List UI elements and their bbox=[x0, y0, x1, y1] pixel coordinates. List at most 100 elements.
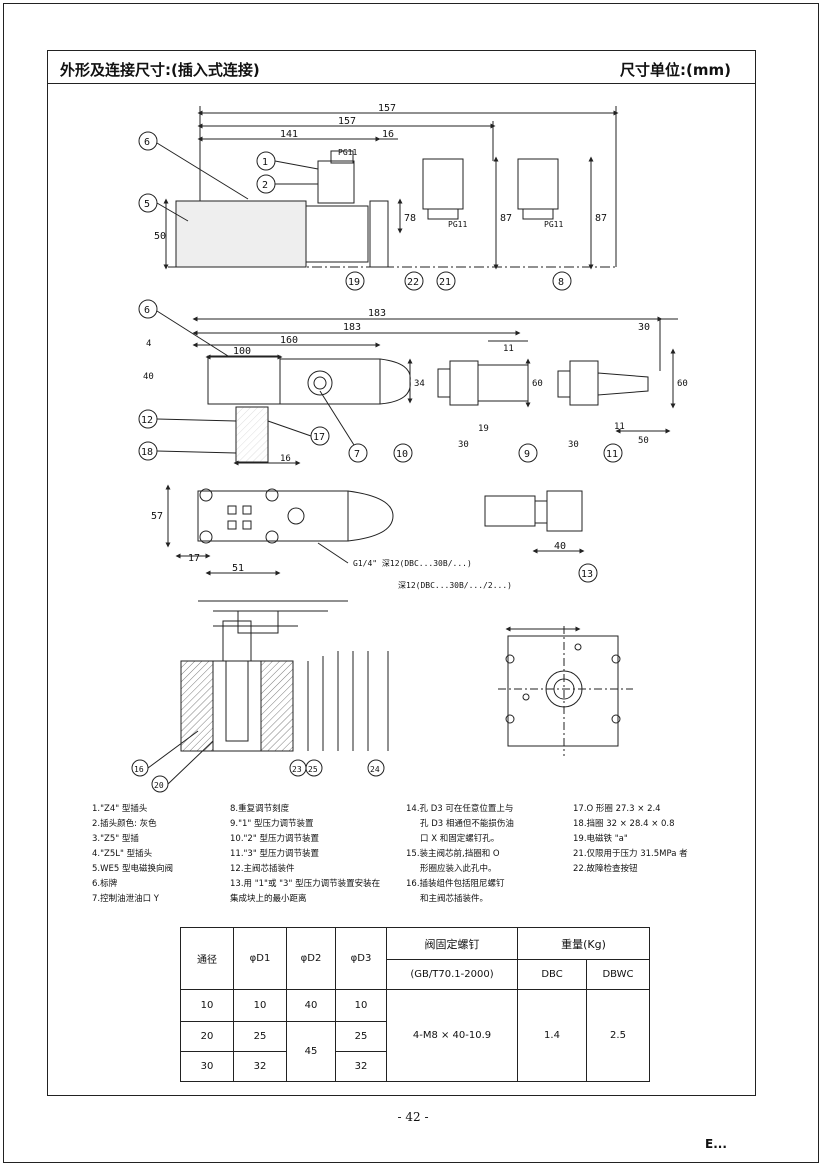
dim-87-a: 87 bbox=[500, 213, 512, 224]
note-15: 15.装主阀芯前,挡圈和 O bbox=[406, 849, 500, 859]
svg-text:5: 5 bbox=[144, 199, 150, 210]
notes-section: 1."Z4" 型插头 2.插头颜色: 灰色 3."Z5" 型插 4."Z5L" … bbox=[48, 803, 755, 928]
view-3-front: 57 17 51 40 13 G1/4" 深12(DBC...30B/...) … bbox=[151, 484, 598, 590]
unit-label: 尺寸单位:(mm) bbox=[620, 61, 731, 79]
note-16: 16.插装组件包括阻尼螺钉 bbox=[406, 879, 505, 889]
dim-183-a: 183 bbox=[368, 308, 386, 319]
svg-text:10: 10 bbox=[396, 449, 408, 460]
dim-141: 141 bbox=[280, 129, 298, 140]
view-2-top: 183 183 160 100 4 30 11 40 34 60 60 19 3… bbox=[138, 299, 688, 466]
note-16b: 和主阀芯插装件。 bbox=[420, 894, 489, 904]
note-15b: 形圈应装入此孔中。 bbox=[420, 864, 497, 874]
dim-30: 30 bbox=[638, 322, 650, 333]
dim-17: 17 bbox=[188, 553, 200, 564]
dim-16: 16 bbox=[382, 129, 394, 140]
page-border bbox=[3, 3, 819, 1163]
note-14c: 口 X 和固定螺钉孔。 bbox=[420, 834, 500, 844]
dim-160: 160 bbox=[280, 335, 298, 346]
th-d3: φD3 bbox=[335, 927, 387, 990]
note-11: 11."3" 型压力调节装置 bbox=[230, 849, 319, 859]
port-note-1: G1/4" 深12(DBC...30B/...) bbox=[353, 559, 472, 568]
svg-text:1: 1 bbox=[262, 157, 268, 168]
dim-157-b: 157 bbox=[338, 116, 356, 127]
port-note-2: 深12(DBC...30B/.../2...) bbox=[398, 581, 512, 590]
dim-50: 50 bbox=[154, 231, 166, 242]
svg-text:6: 6 bbox=[144, 137, 150, 148]
note-14b: 孔 D3 相通但不能损伤油 bbox=[420, 819, 514, 829]
spec-table: 通径 φD1 φD2 φD3 阀固定螺钉 重量(Kg) (GB/T70.1-20… bbox=[180, 927, 650, 1082]
note-10: 10."2" 型压力调节装置 bbox=[230, 834, 319, 844]
table-row: 10 10 40 10 4-M8 × 40-10.9 1.4 2.5 bbox=[180, 989, 650, 1082]
th-screw: 阀固定螺钉 bbox=[386, 927, 518, 960]
label-pg11-a: PG11 bbox=[338, 148, 357, 157]
th-size: 通径 bbox=[180, 927, 234, 990]
svg-text:12: 12 bbox=[141, 415, 153, 426]
table-row: 30 32 32 bbox=[180, 1051, 650, 1082]
th-d1: φD1 bbox=[233, 927, 287, 990]
svg-text:8: 8 bbox=[558, 277, 564, 288]
note-9: 9."1" 型压力调节装置 bbox=[230, 819, 314, 829]
dim-4: 4 bbox=[146, 339, 151, 349]
dim-11-b: 11 bbox=[614, 422, 625, 432]
note-22: 22.故障检查按钮 bbox=[573, 864, 638, 874]
svg-text:16: 16 bbox=[134, 765, 144, 774]
svg-text:20: 20 bbox=[154, 781, 164, 790]
note-17: 17.O 形圈 27.3 × 2.4 bbox=[573, 804, 661, 814]
dim-60-b: 60 bbox=[677, 379, 688, 389]
weight-dbc-cell: 1.4 bbox=[517, 989, 587, 1082]
svg-text:23: 23 bbox=[292, 765, 302, 774]
dim-30-b: 30 bbox=[458, 440, 469, 450]
svg-text:19: 19 bbox=[348, 277, 360, 288]
note-14: 14.孔 D3 可在任意位置上与 bbox=[406, 804, 514, 814]
header-bar: 外形及连接尺寸:(插入式连接) 尺寸单位:(mm) bbox=[48, 51, 755, 84]
dim-19: 19 bbox=[478, 424, 489, 434]
note-7: 7.控制油泄油口 Y bbox=[92, 894, 160, 904]
svg-text:18: 18 bbox=[141, 447, 153, 458]
dim-40: 40 bbox=[143, 372, 154, 382]
dim-50: 50 bbox=[638, 436, 649, 446]
note-12: 12.主阀芯插装件 bbox=[230, 864, 295, 874]
page-number: - 42 - bbox=[397, 1110, 429, 1124]
note-6: 6.标牌 bbox=[92, 879, 118, 889]
dim-40-b: 40 bbox=[554, 541, 566, 552]
svg-text:22: 22 bbox=[407, 277, 419, 288]
dim-183-b: 183 bbox=[343, 322, 361, 333]
dim-57: 57 bbox=[151, 511, 163, 522]
dim-51: 51 bbox=[232, 563, 244, 574]
note-2: 2.插头颜色: 灰色 bbox=[92, 819, 157, 829]
screw-cell: 4-M8 × 40-10.9 bbox=[386, 989, 518, 1082]
dim-87-b: 87 bbox=[595, 213, 607, 224]
label-pg11-b: PG11 bbox=[448, 220, 467, 229]
corner-mark: E... bbox=[705, 1137, 727, 1151]
section-view: 16 20 23 25 24 bbox=[131, 600, 389, 793]
dim-60-a: 60 bbox=[532, 379, 543, 389]
svg-text:17: 17 bbox=[313, 432, 325, 443]
dim-157-a: 157 bbox=[378, 103, 396, 114]
svg-text:11: 11 bbox=[606, 449, 618, 460]
svg-text:2: 2 bbox=[262, 180, 268, 191]
weight-dbwc-cell: 2.5 bbox=[586, 989, 650, 1082]
dim-11: 11 bbox=[503, 344, 514, 354]
note-5: 5.WE5 型电磁换向阀 bbox=[92, 864, 173, 874]
dim-16-b: 16 bbox=[280, 454, 291, 464]
technical-drawing: 157 157 141 16 50 78 87 87 PG11 PG11 PG1… bbox=[131, 103, 688, 793]
dim-34: 34 bbox=[414, 379, 425, 389]
th-dbc: DBC bbox=[517, 959, 587, 990]
note-13b: 集成块上的最小距离 bbox=[230, 894, 307, 904]
content-frame: 外形及连接尺寸:(插入式连接) 尺寸单位:(mm) bbox=[47, 50, 756, 1096]
dim-100: 100 bbox=[233, 346, 251, 357]
svg-text:21: 21 bbox=[439, 277, 451, 288]
label-pg11-c: PG11 bbox=[544, 220, 563, 229]
note-13: 13.用 "1"或 "3" 型压力调节装置安装在 bbox=[230, 879, 381, 889]
th-dbwc: DBWC bbox=[586, 959, 650, 990]
th-d2: φD2 bbox=[286, 927, 336, 990]
svg-text:9: 9 bbox=[524, 449, 530, 460]
page-title: 外形及连接尺寸:(插入式连接) bbox=[60, 61, 260, 79]
note-21: 21.仅限用于压力 31.5MPa 者 bbox=[573, 849, 688, 859]
note-3: 3."Z5" 型插 bbox=[92, 834, 139, 844]
note-18: 18.挡圈 32 × 28.4 × 0.8 bbox=[573, 819, 675, 829]
note-8: 8.重复调节刻度 bbox=[230, 804, 290, 814]
svg-text:6: 6 bbox=[144, 305, 150, 316]
table-row: 20 25 45 25 bbox=[180, 1021, 650, 1082]
dim-30-c: 30 bbox=[568, 440, 579, 450]
